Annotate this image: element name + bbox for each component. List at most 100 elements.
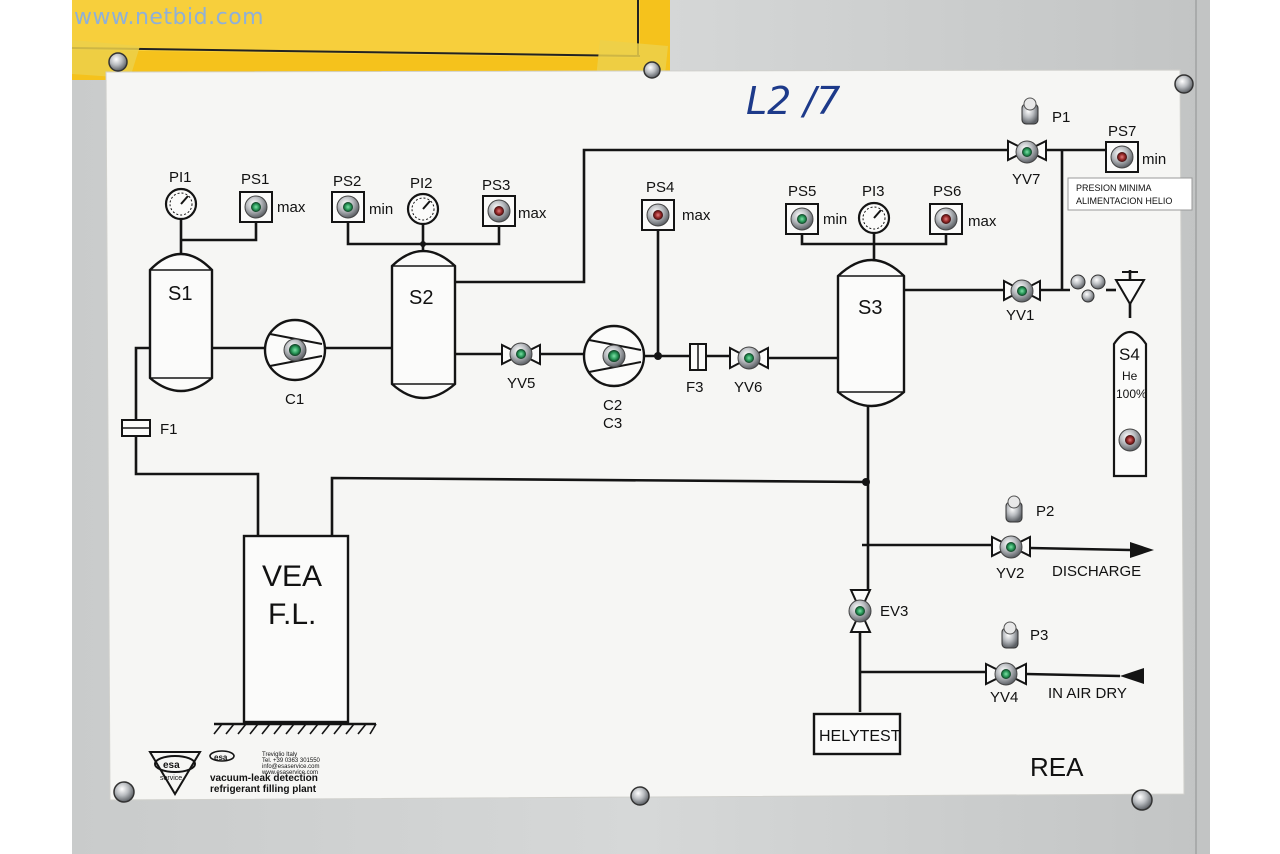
ps1-label: PS1 bbox=[241, 171, 269, 188]
pressure-switch-ps2 bbox=[331, 191, 365, 223]
yv1-label: YV1 bbox=[1006, 307, 1034, 324]
discharge-label: DISCHARGE bbox=[1052, 563, 1141, 580]
pressure-switch-ps1 bbox=[239, 191, 273, 223]
ps5-limit: min bbox=[823, 211, 847, 228]
valve-yv4 bbox=[985, 662, 1027, 686]
esa-logo: esa service esa bbox=[148, 750, 235, 796]
ps6-label: PS6 bbox=[933, 183, 961, 200]
yv5-label: YV5 bbox=[507, 375, 535, 392]
p3-label: P3 bbox=[1030, 627, 1048, 644]
pressure-switch-ps4 bbox=[641, 199, 675, 231]
gauge-pi1 bbox=[164, 187, 198, 221]
s1-label: S1 bbox=[168, 283, 192, 305]
filter-f1 bbox=[121, 419, 151, 437]
port-p3 bbox=[1001, 621, 1019, 649]
schematic-plate bbox=[105, 69, 1185, 801]
discharge-arrow bbox=[1130, 542, 1154, 558]
ps7-limit: min bbox=[1142, 151, 1166, 168]
ps3-label: PS3 bbox=[482, 177, 510, 194]
handwritten-note: L2 /7 bbox=[746, 79, 840, 123]
c2-label: C2 bbox=[603, 397, 622, 414]
ps4-label: PS4 bbox=[646, 179, 674, 196]
s2-label: S2 bbox=[409, 287, 433, 309]
tank-s1 bbox=[148, 252, 214, 393]
left-margin bbox=[0, 0, 72, 854]
svg-text:Tel. +39 0363 301550: Tel. +39 0363 301550 bbox=[262, 758, 321, 764]
pi1-label: PI1 bbox=[169, 169, 192, 186]
footer-tagline-1: vacuum-leak detection bbox=[210, 773, 318, 784]
footer-tagline-2: refrigerant filling plant bbox=[210, 784, 317, 795]
ps6-limit: max bbox=[968, 213, 997, 230]
watermark: www.netbid.com bbox=[74, 5, 265, 30]
s4-label: S4 bbox=[1119, 345, 1140, 364]
valve-yv6 bbox=[729, 346, 769, 370]
piping bbox=[134, 148, 1132, 712]
p2-label: P2 bbox=[1036, 503, 1054, 520]
s3-label: S3 bbox=[858, 297, 882, 319]
yv4-label: YV4 bbox=[990, 689, 1018, 706]
s4-percent: 100% bbox=[1116, 387, 1147, 401]
compressor-c2 bbox=[582, 324, 646, 388]
in-air-dry-arrow bbox=[1120, 668, 1144, 684]
junction-dots bbox=[420, 241, 870, 486]
yv6-label: YV6 bbox=[734, 379, 762, 396]
pressure-switch-ps6 bbox=[929, 203, 963, 235]
yv2-label: YV2 bbox=[996, 565, 1024, 582]
valve-yv1 bbox=[1003, 279, 1041, 303]
ev3-label: EV3 bbox=[880, 603, 908, 620]
svg-text:info@esaservice.com: info@esaservice.com bbox=[262, 764, 319, 770]
gauge-pi3 bbox=[857, 201, 891, 235]
gauge-pi2 bbox=[406, 192, 440, 226]
rea-label: REA bbox=[1030, 752, 1084, 782]
svg-text:esa: esa bbox=[214, 753, 228, 762]
svg-text:www.esaservice.com: www.esaservice.com bbox=[261, 770, 318, 776]
pi3-label: PI3 bbox=[862, 183, 885, 200]
ps3-limit: max bbox=[518, 205, 547, 222]
pressure-switch-ps7 bbox=[1105, 141, 1139, 173]
plate-screws bbox=[108, 52, 1194, 811]
shutoff-valve-symbol bbox=[1114, 271, 1146, 306]
ps2-limit: min bbox=[369, 201, 393, 218]
pressure-switch-ps5 bbox=[785, 203, 819, 235]
ps2-label: PS2 bbox=[333, 173, 361, 190]
vea-label: VEA bbox=[262, 560, 322, 593]
ps7-label: PS7 bbox=[1108, 123, 1136, 140]
ps5-label: PS5 bbox=[788, 183, 816, 200]
helytest-label: HELYTEST bbox=[819, 728, 901, 745]
ps4-limit: max bbox=[682, 207, 711, 224]
pi2-label: PI2 bbox=[410, 175, 433, 192]
c3-label: C3 bbox=[603, 415, 622, 432]
valve-yv7 bbox=[1007, 139, 1047, 164]
valve-yv5 bbox=[501, 342, 541, 366]
port-p2 bbox=[1005, 495, 1023, 523]
f1-label: F1 bbox=[160, 421, 178, 438]
f3-label: F3 bbox=[686, 379, 704, 396]
filter-f3 bbox=[689, 343, 707, 371]
svg-text:PRESION MINIMA: PRESION MINIMA bbox=[1076, 183, 1152, 193]
ps1-limit: max bbox=[277, 199, 306, 216]
footer-address: Treviglio Italy Tel. +39 0363 301550 inf… bbox=[261, 752, 321, 776]
helio-tag: PRESION MINIMA ALIMENTACION HELIO bbox=[1067, 177, 1193, 211]
vea-unit bbox=[213, 534, 377, 735]
helium-bottle-s4 bbox=[1112, 330, 1148, 478]
compressor-c1 bbox=[263, 318, 327, 382]
port-p1 bbox=[1021, 97, 1039, 125]
svg-text:ALIMENTACION HELIO: ALIMENTACION HELIO bbox=[1076, 196, 1172, 206]
svg-text:Treviglio Italy: Treviglio Italy bbox=[262, 752, 297, 758]
pressure-switch-ps3 bbox=[482, 195, 516, 227]
vea-fl-label: F.L. bbox=[268, 598, 316, 631]
right-margin bbox=[1210, 0, 1280, 854]
p1-label: P1 bbox=[1052, 109, 1070, 126]
pressure-regulator bbox=[1070, 274, 1106, 303]
tank-s3 bbox=[836, 258, 906, 408]
svg-text:service: service bbox=[160, 775, 182, 782]
helytest-box bbox=[812, 712, 902, 756]
s4-gas: He bbox=[1122, 369, 1138, 383]
yv7-label: YV7 bbox=[1012, 171, 1040, 188]
valve-ev3 bbox=[848, 589, 872, 633]
c1-label: C1 bbox=[285, 391, 304, 408]
svg-text:esa: esa bbox=[163, 760, 180, 771]
tank-s2 bbox=[390, 249, 457, 400]
